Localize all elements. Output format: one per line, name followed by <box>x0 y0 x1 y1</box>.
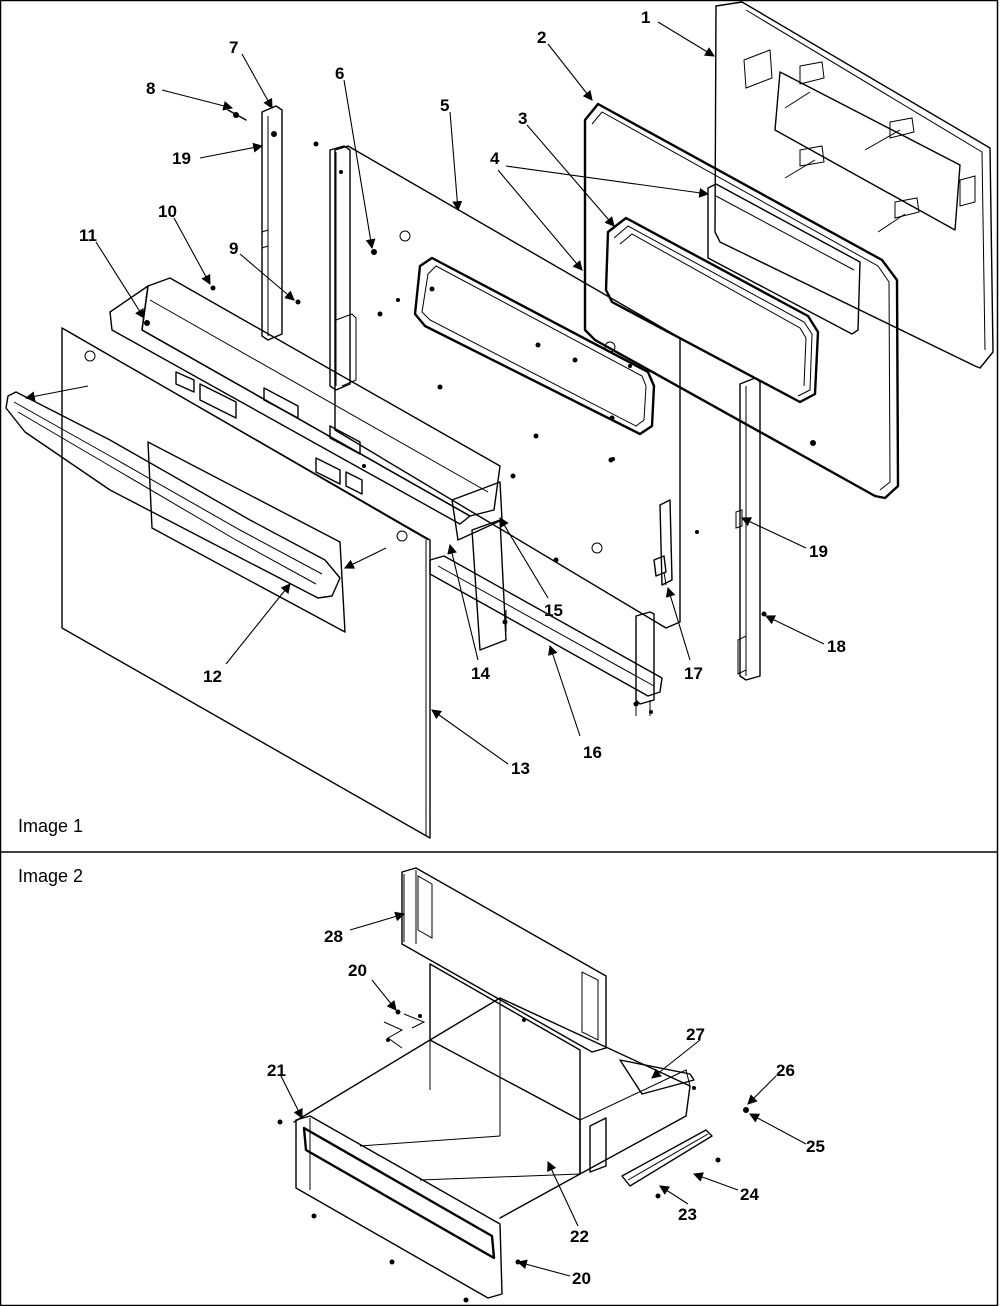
callouts-1: 1 2 3 4 5 6 7 8 9 10 11 12 13 14 15 16 1… <box>79 8 846 778</box>
callout-10: 10 <box>158 202 177 221</box>
callout-17: 17 <box>684 664 703 683</box>
callout-20-top: 20 <box>348 961 367 980</box>
figure-1-caption: Image 1 <box>18 816 83 836</box>
callout-12: 12 <box>203 667 222 686</box>
callout-18: 18 <box>827 637 846 656</box>
fasteners-group-1 <box>144 109 816 714</box>
callout-28: 28 <box>324 927 343 946</box>
part-13-outer-door-panel <box>61 327 431 839</box>
leader-lines-2 <box>280 911 807 1277</box>
callout-14: 14 <box>471 664 490 683</box>
callout-2: 2 <box>537 28 546 47</box>
callout-7: 7 <box>229 38 238 57</box>
callout-23: 23 <box>678 1205 697 1224</box>
leader-lines-1 <box>24 21 825 765</box>
callout-24: 24 <box>740 1185 759 1204</box>
callout-15: 15 <box>544 601 563 620</box>
part-9-hinge-receptacle <box>329 145 357 391</box>
callout-26: 26 <box>776 1061 795 1080</box>
callout-9: 9 <box>229 239 238 258</box>
part-23-slide-bracket <box>589 1117 713 1187</box>
figure-1: 1 2 3 4 5 6 7 8 9 10 11 12 13 14 15 16 1… <box>5 1 994 839</box>
part-4-insulation-pane <box>707 183 861 335</box>
callout-22: 22 <box>570 1227 589 1246</box>
part-2-door-gasket <box>583 102 900 500</box>
callout-3: 3 <box>518 109 527 128</box>
part-28-drawer-back <box>401 867 607 1053</box>
part-7-hinge-left <box>261 105 283 341</box>
part-3-window-glass <box>604 216 820 404</box>
figure-2: Image 2 <box>18 866 825 1303</box>
callouts-2: 20 20 21 22 23 24 25 26 27 28 <box>267 927 825 1288</box>
callout-8: 8 <box>146 79 155 98</box>
callout-20-bottom: 20 <box>572 1269 591 1288</box>
part-5-inner-door-panel <box>334 145 681 629</box>
part-21-drawer-front <box>295 1115 503 1299</box>
callout-5: 5 <box>440 96 449 115</box>
part-12-door-handle <box>5 350 408 599</box>
part-11-control-panel <box>109 277 503 541</box>
part-22-drawer-box <box>293 963 691 1219</box>
callout-25: 25 <box>806 1137 825 1156</box>
callout-19-right: 19 <box>809 542 828 561</box>
callout-13: 13 <box>511 759 530 778</box>
part-18-hinge-right <box>735 377 761 681</box>
callout-6: 6 <box>335 64 344 83</box>
callout-11: 11 <box>79 226 97 245</box>
callout-4: 4 <box>490 149 500 168</box>
callout-21: 21 <box>267 1061 286 1080</box>
callout-19-left: 19 <box>172 149 191 168</box>
callout-16: 16 <box>583 743 602 762</box>
part-27-drawer-slide <box>619 1059 695 1095</box>
part-1-inner-door-liner <box>714 1 994 369</box>
callout-27: 27 <box>686 1025 705 1044</box>
figure-2-caption: Image 2 <box>18 866 83 886</box>
callout-1: 1 <box>641 8 650 27</box>
